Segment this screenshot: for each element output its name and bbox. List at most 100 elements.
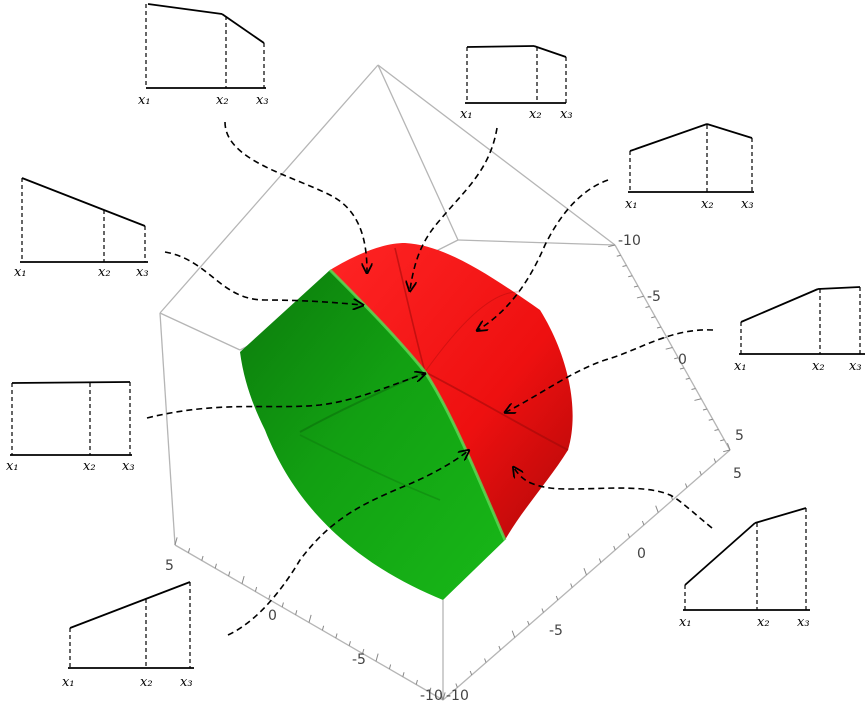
axis-ticks-right-lower xyxy=(439,443,731,701)
axis-tick xyxy=(627,533,631,538)
axis-tick xyxy=(455,683,458,688)
axis-tick xyxy=(665,347,673,350)
arrow-top-center xyxy=(410,127,498,290)
axis-tick xyxy=(228,571,231,577)
red-fold xyxy=(424,371,569,451)
axis-ticks-right-upper xyxy=(608,244,731,453)
sketch-label-x3: x₃ xyxy=(741,197,754,212)
axis-tick xyxy=(723,449,731,453)
axis-tick xyxy=(442,692,446,701)
axis-tick xyxy=(541,608,544,613)
axis-tick xyxy=(241,575,245,584)
arrow-left-upper xyxy=(164,251,362,305)
axis-tick xyxy=(651,316,656,319)
arrow-right-lower xyxy=(514,468,713,529)
axis-tick xyxy=(308,614,312,623)
axis-tick xyxy=(714,429,719,431)
tick-label: 0 xyxy=(678,352,687,368)
axis-tick xyxy=(362,648,365,654)
axis-tick xyxy=(628,275,633,278)
axis-tick xyxy=(691,388,696,390)
sketch-label-x1: x₁ xyxy=(625,197,638,212)
axis-tick xyxy=(608,244,616,248)
axis-tick xyxy=(484,658,487,663)
axis-tick xyxy=(498,645,501,651)
axis-tick xyxy=(616,254,621,257)
axis-tick xyxy=(281,602,284,608)
tick-label: -5 xyxy=(647,289,661,305)
axis-tick xyxy=(670,495,674,501)
sketch-label-x1: x₁ xyxy=(138,93,151,108)
axis-tick xyxy=(622,265,627,267)
axis-tick xyxy=(527,620,530,626)
tick-label: -10 xyxy=(420,688,443,704)
sketch-label-x1: x₁ xyxy=(14,265,27,280)
sketch-label-x3: x₃ xyxy=(180,675,193,690)
tick-label: 5 xyxy=(735,428,744,444)
sketch-right-lower xyxy=(683,507,810,611)
axis-tick xyxy=(674,357,679,360)
arrow-top-right xyxy=(478,179,609,330)
axis-tick xyxy=(713,458,717,463)
green-region xyxy=(240,270,505,600)
tick-label: -10 xyxy=(446,688,469,704)
arrow-top-left xyxy=(224,121,367,272)
sketch-label-x3: x₃ xyxy=(797,615,810,630)
sketch-label-x2: x₂ xyxy=(757,615,770,630)
sketch-label-x3: x₃ xyxy=(256,93,269,108)
axis-tick xyxy=(684,483,688,488)
axis-tick xyxy=(555,595,559,601)
sketch-label-x2: x₂ xyxy=(812,359,825,374)
green-fold xyxy=(299,434,441,501)
axis-tick xyxy=(656,326,662,329)
axis-tick xyxy=(598,558,602,563)
sketch-label-x3: x₃ xyxy=(136,265,149,280)
sketch-top-left-center xyxy=(145,3,266,89)
axis-tick xyxy=(511,630,516,638)
sketch-label-x1: x₁ xyxy=(6,459,19,474)
tick-label: -10 xyxy=(618,233,641,249)
axis-tick xyxy=(214,563,217,569)
sketch-label-x1: x₁ xyxy=(460,107,473,122)
axis-tick xyxy=(187,548,191,553)
axis-tick xyxy=(702,408,708,411)
sketch-left-upper xyxy=(20,177,148,263)
tick-label: 5 xyxy=(165,558,174,574)
axis-tick xyxy=(570,583,573,588)
tick-label: 5 xyxy=(733,466,742,482)
axis-tick xyxy=(254,586,258,592)
axis-tick xyxy=(613,545,616,551)
axis-tick xyxy=(375,653,379,662)
axis-tick xyxy=(388,664,392,670)
green-fold xyxy=(299,371,426,433)
axis-tick xyxy=(469,670,473,676)
axis-tick xyxy=(335,633,338,639)
sketch-left-middle xyxy=(10,381,132,456)
axis-tick xyxy=(641,520,645,526)
axis-tick xyxy=(685,377,690,380)
axis-tick xyxy=(402,672,405,677)
pointer-arrows xyxy=(146,121,714,636)
axis-tick xyxy=(655,505,659,513)
axis-tick xyxy=(708,418,713,421)
axis-tick xyxy=(694,398,702,401)
axis-tick xyxy=(645,306,650,308)
sketch-label-x1: x₁ xyxy=(62,675,75,690)
sketch-right-upper xyxy=(739,286,865,355)
axis-tick xyxy=(439,693,444,701)
sketch-label-x2: x₂ xyxy=(529,107,542,122)
sketch-label-x2: x₂ xyxy=(98,265,111,280)
tick-label: -5 xyxy=(352,652,366,668)
axis-tick xyxy=(321,625,325,631)
red-fold xyxy=(394,247,426,373)
axis-tick xyxy=(174,537,178,546)
axis-tick xyxy=(348,641,351,646)
axis-tick xyxy=(429,687,432,693)
sketch-label-x3: x₃ xyxy=(560,107,573,122)
axis-tick xyxy=(636,295,644,299)
sketch-label-x3: x₃ xyxy=(122,459,135,474)
sketch-label-x2: x₂ xyxy=(83,459,96,474)
tick-label: -5 xyxy=(549,623,563,639)
axis-ticks-bottom-left xyxy=(174,537,446,701)
